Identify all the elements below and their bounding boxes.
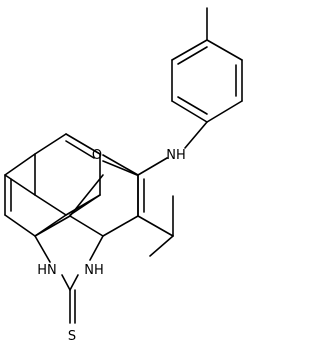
molecule-diagram: NH O HN NH S [4,7,243,344]
ring-hn-left-label: HN [37,263,57,278]
amide-nh-label: NH [166,148,186,163]
tolyl-ring [171,7,243,123]
amide-group [102,121,208,217]
ring-nh-right-label: NH [84,263,104,278]
carbonyl-oxygen-label: O [92,148,102,163]
structure-canvas: NH O HN NH S [4,7,243,344]
naphthyl-group [4,133,104,237]
thione-sulfur-label: S [68,329,76,344]
pyrimidine-ring [34,174,174,324]
